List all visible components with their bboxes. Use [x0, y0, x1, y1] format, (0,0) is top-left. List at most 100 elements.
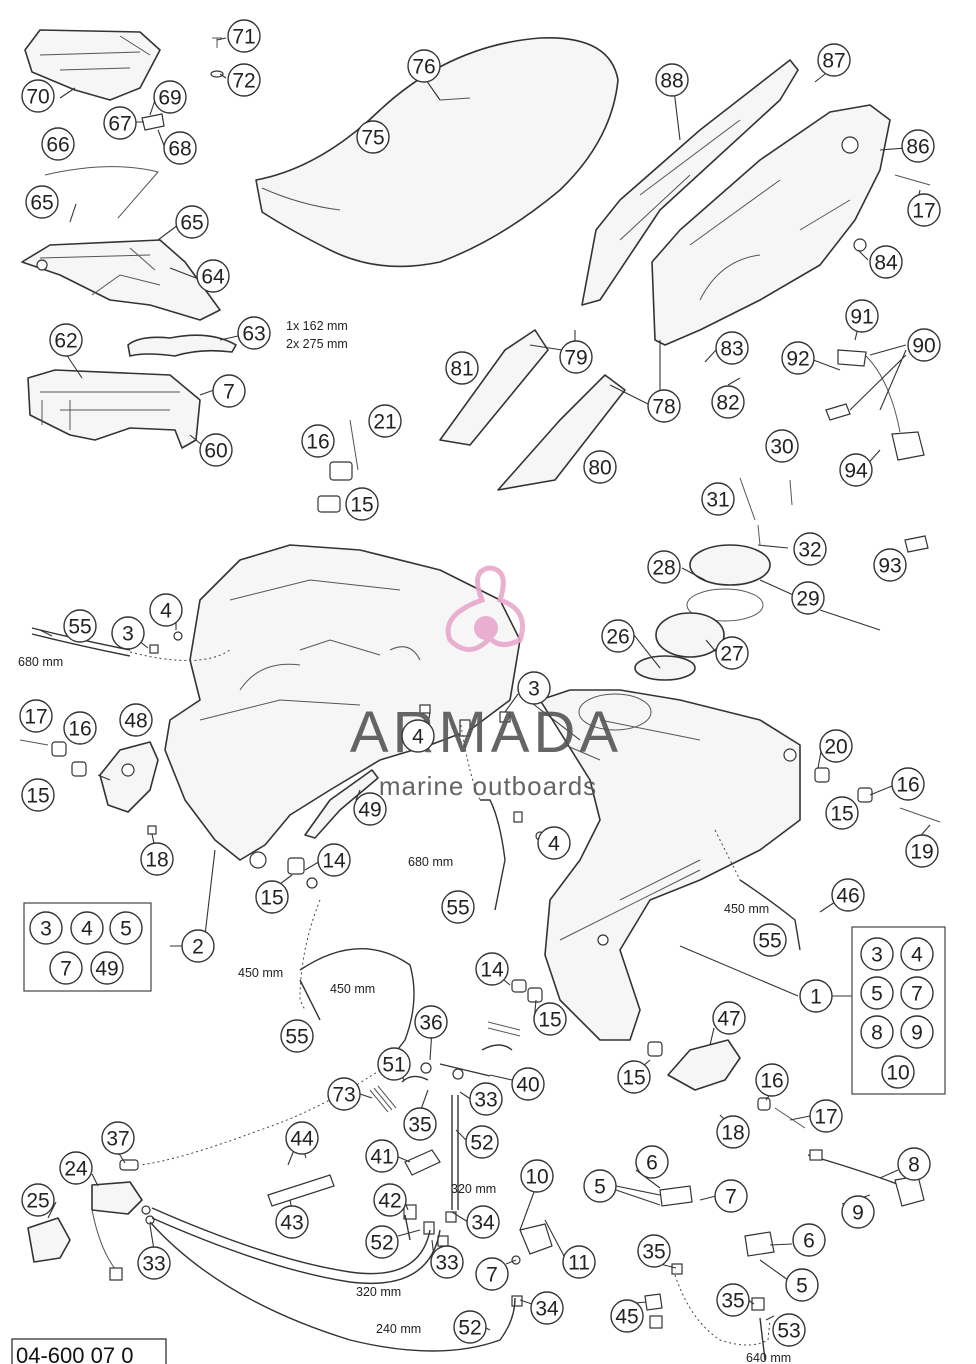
callout-circle: [900, 976, 934, 1010]
callout-circle: [466, 1205, 500, 1239]
callout-number: 31: [706, 489, 729, 512]
callout-circle: [772, 1313, 806, 1347]
callout-9: 9: [900, 1015, 934, 1049]
callout-circle: [647, 389, 681, 423]
callout-15: 15: [345, 487, 379, 521]
callout-number: 4: [548, 833, 560, 856]
callout-circle: [755, 1063, 789, 1097]
callout-circle: [103, 106, 137, 140]
callout-90: 90: [907, 328, 941, 362]
callout-circle: [119, 703, 153, 737]
armada-watermark: ARMADA marine outboards: [350, 565, 622, 801]
callout-60: 60: [199, 433, 233, 467]
callout-42: 42: [373, 1183, 407, 1217]
callout-66: 66: [41, 127, 75, 161]
callout-88: 88: [655, 63, 689, 97]
callout-number: 33: [142, 1253, 165, 1276]
callout-number: 52: [470, 1132, 493, 1155]
callout-94: 94: [839, 453, 873, 487]
callout-circle: [781, 341, 815, 375]
callout-87: 87: [817, 43, 851, 77]
callout-64: 64: [196, 259, 230, 293]
callout-number: 9: [911, 1022, 923, 1045]
callout-number: 68: [168, 138, 191, 161]
callout-number: 5: [796, 1275, 808, 1298]
callout-number: 7: [60, 958, 72, 981]
callout-number: 49: [358, 799, 381, 822]
callout-7: 7: [475, 1257, 509, 1291]
callout-26: 26: [601, 619, 635, 653]
callout-79: 79: [559, 340, 593, 374]
callout-circle: [353, 792, 387, 826]
hose-length-label: 450 mm: [238, 966, 283, 980]
callout-number: 35: [721, 1290, 744, 1313]
callout-68: 68: [163, 131, 197, 165]
callout-41: 41: [365, 1139, 399, 1173]
callout-52: 52: [465, 1125, 499, 1159]
callout-circle: [819, 729, 853, 763]
callout-circle: [445, 351, 479, 385]
callout-52: 52: [365, 1225, 399, 1259]
callout-circle: [317, 843, 351, 877]
callout-circle: [701, 482, 735, 516]
callout-number: 79: [564, 347, 587, 370]
callout-circle: [817, 43, 851, 77]
callout-number: 81: [450, 358, 473, 381]
callout-circle: [825, 796, 859, 830]
callout-15: 15: [617, 1060, 651, 1094]
callout-circle: [465, 1125, 499, 1159]
kit-box-left: [23, 902, 152, 992]
callout-circle: [407, 49, 441, 83]
callout-27: 27: [715, 636, 749, 670]
callout-number: 53: [777, 1320, 800, 1343]
callout-number: 15: [26, 785, 49, 808]
callout-circle: [199, 433, 233, 467]
callout-number: 3: [871, 944, 883, 967]
callout-number: 72: [232, 70, 255, 93]
callout-33: 33: [430, 1245, 464, 1279]
callout-circle: [475, 952, 509, 986]
callout-circle: [799, 979, 833, 1013]
callout-circle: [517, 671, 551, 705]
callout-circle: [280, 1019, 314, 1053]
hose-length-label: 680 mm: [18, 655, 63, 669]
callout-circle: [356, 120, 390, 154]
callout-number: 8: [908, 1154, 920, 1177]
callout-circle: [301, 424, 335, 458]
callout-53: 53: [772, 1313, 806, 1347]
callout-circle: [109, 911, 143, 945]
callout-circle: [29, 911, 63, 945]
callout-number: 92: [786, 348, 809, 371]
callout-number: 49: [95, 958, 118, 981]
callout-number: 10: [886, 1062, 909, 1085]
callout-number: 86: [906, 136, 929, 159]
callout-62: 62: [49, 323, 83, 357]
watermark-brand: ARMADA: [350, 700, 622, 765]
callout-3: 3: [29, 911, 63, 945]
callout-65: 65: [175, 205, 209, 239]
callout-33: 33: [469, 1082, 503, 1116]
callout-55: 55: [63, 609, 97, 643]
callout-circle: [137, 1246, 171, 1280]
leader-lines: [39, 37, 931, 1331]
callout-number: 25: [26, 1190, 49, 1213]
callout-number: 5: [594, 1176, 606, 1199]
callout-number: 16: [306, 431, 329, 454]
callout-84: 84: [869, 245, 903, 279]
callout-92: 92: [781, 341, 815, 375]
callout-circle: [175, 205, 209, 239]
document-number: 04-600 07 0: [16, 1343, 133, 1364]
callout-circle: [617, 1060, 651, 1094]
callout-5: 5: [860, 976, 894, 1010]
callout-number: 87: [822, 50, 845, 73]
callout-circle: [601, 619, 635, 653]
callout-number: 4: [160, 600, 172, 623]
callout-number: 35: [408, 1114, 431, 1137]
callout-circle: [181, 929, 215, 963]
callout-55: 55: [753, 923, 787, 957]
callout-circle: [285, 1121, 319, 1155]
callout-81: 81: [445, 351, 479, 385]
callout-3: 3: [111, 616, 145, 650]
